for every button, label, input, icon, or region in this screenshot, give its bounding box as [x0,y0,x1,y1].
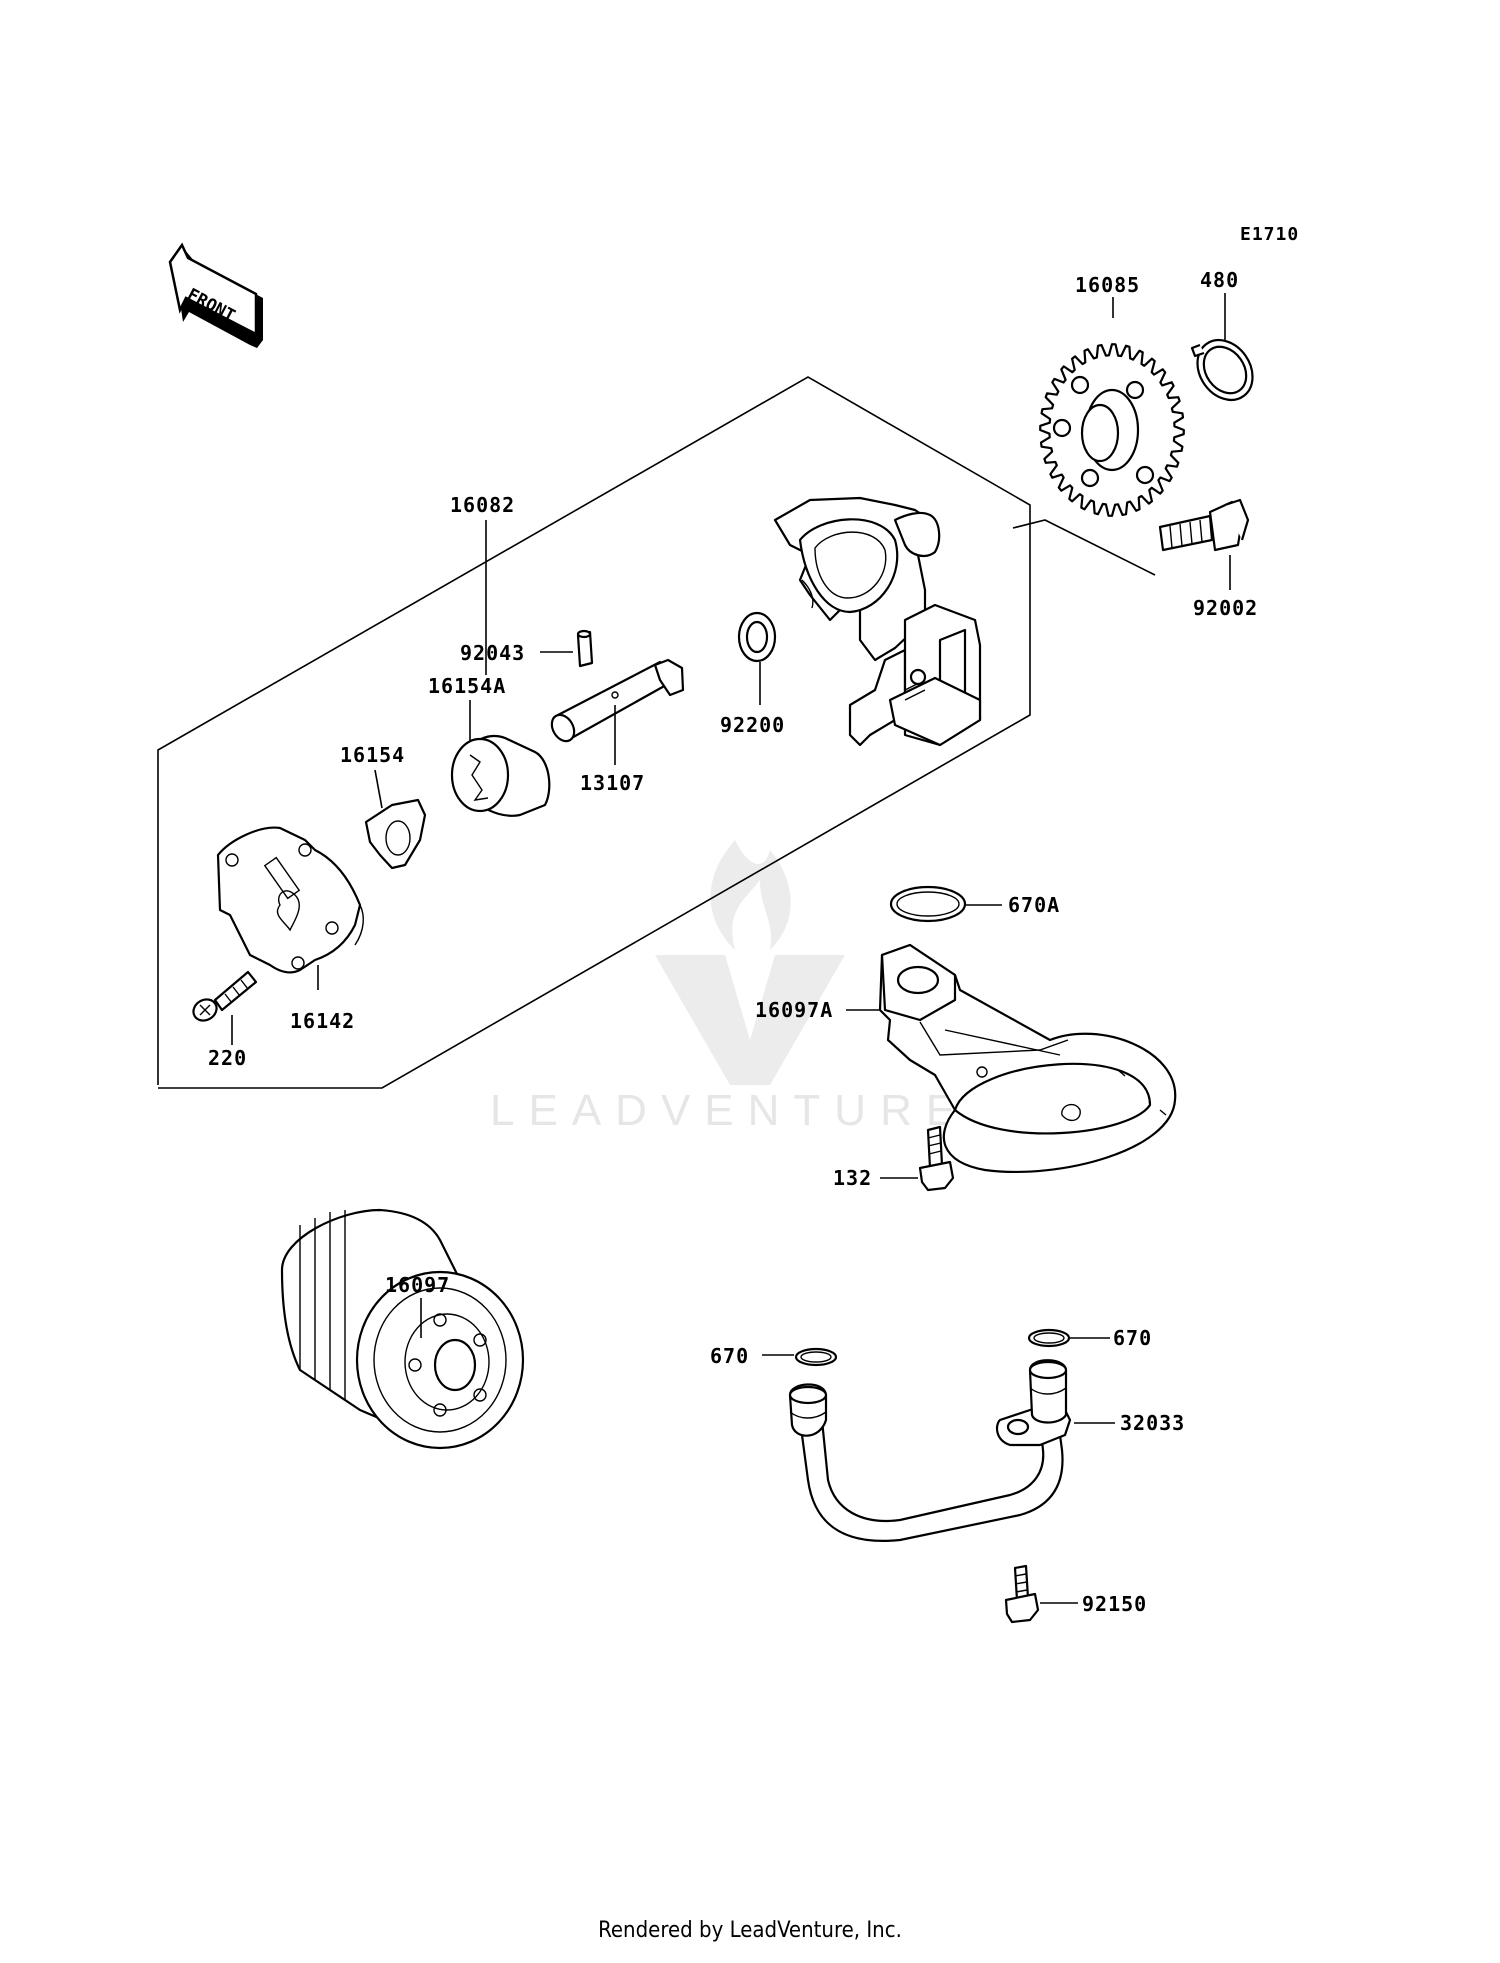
label-132: 132 [833,1166,872,1190]
pin-92043 [576,629,594,668]
pump-cover-16142 [216,826,364,974]
oil-pump-gear-16085 [1039,343,1185,517]
label-92043: 92043 [460,641,525,665]
o-ring-670-left [794,1347,838,1367]
label-16154A: 16154A [428,674,506,698]
oil-strainer-16097A [878,943,1177,1174]
label-16097: 16097 [385,1273,450,1297]
oil-filter-16097 [280,1208,525,1450]
front-arrow-icon: FRONT [168,242,263,348]
o-ring-670A [889,885,967,923]
label-670-right: 670 [1113,1326,1152,1350]
label-92200: 92200 [720,713,785,737]
circlip-480 [1190,339,1254,401]
label-16082: 16082 [450,493,515,517]
label-16097A: 16097A [755,998,833,1022]
oil-pump-assembly-outline [157,376,1031,1089]
label-32033: 32033 [1120,1411,1185,1435]
label-13107: 13107 [580,771,645,795]
label-92150: 92150 [1082,1592,1147,1616]
washer-92200 [737,611,777,663]
oil-pump-body [773,496,982,747]
label-670A: 670A [1008,893,1060,917]
oil-pipe-32033 [788,1359,1072,1542]
label-16142: 16142 [290,1009,355,1033]
diagram-code: E1710 [1240,224,1299,245]
inner-rotor-16154 [364,798,427,870]
bolt-92150 [1004,1564,1040,1624]
label-16085: 16085 [1075,273,1140,297]
label-16154: 16154 [340,743,405,767]
label-480: 480 [1200,268,1239,292]
label-220: 220 [208,1046,247,1070]
label-92002: 92002 [1193,596,1258,620]
screw-220 [192,970,258,1022]
o-ring-670-right [1027,1328,1071,1348]
pump-shaft-13107 [550,658,685,743]
bolt-92002 [1158,498,1250,552]
bolt-132 [918,1125,955,1192]
outer-rotor-16154A [450,734,551,817]
watermark: LEADVENTURE [490,840,969,1135]
label-670-left: 670 [710,1344,749,1368]
footer-credit: Rendered by LeadVenture, Inc. [598,1918,902,1943]
watermark-text: LEADVENTURE [490,1086,969,1135]
